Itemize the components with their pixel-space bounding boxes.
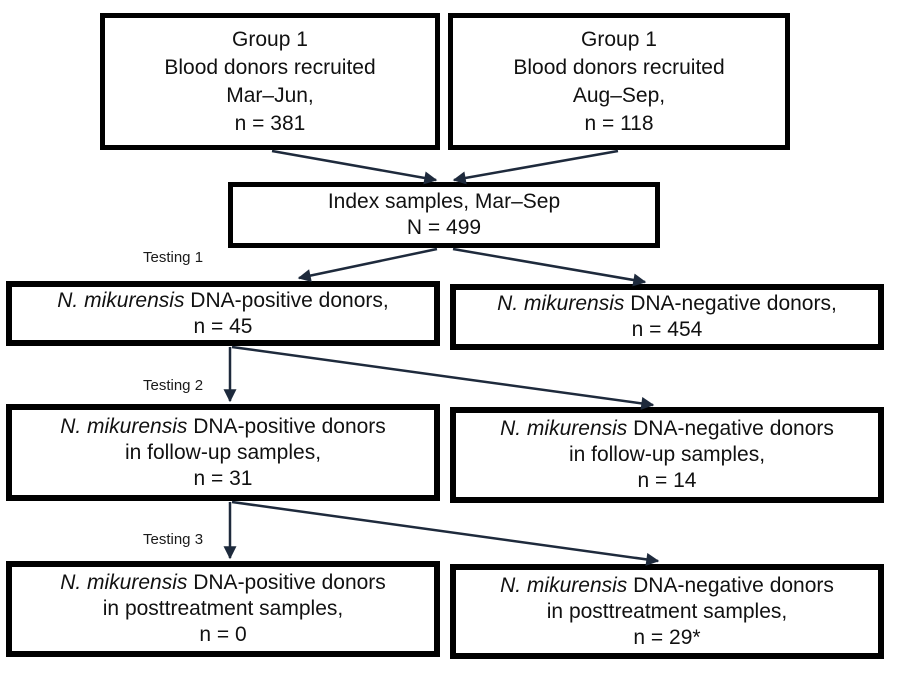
arrow-index-to-positive bbox=[297, 247, 438, 282]
box-text-line: n = 31 bbox=[193, 466, 253, 490]
box-dna-positive-index: N. mikurensis DNA-positive donors, n = 4… bbox=[6, 281, 440, 346]
species-name: N. mikurensis bbox=[500, 417, 628, 440]
box-text-line: N. mikurensis DNA-positive donors bbox=[60, 570, 386, 596]
box-text-line: in posttreatment samples, bbox=[102, 597, 344, 620]
label-testing-3: Testing 3 bbox=[143, 531, 204, 548]
box-text-line: in follow-up samples, bbox=[124, 440, 322, 464]
box-dna-negative-followup: N. mikurensis DNA-negative donors in fol… bbox=[450, 407, 884, 503]
arrow-positive-to-followup-negative bbox=[231, 345, 655, 410]
box-dna-negative-index: N. mikurensis DNA-negative donors, n = 4… bbox=[450, 284, 884, 350]
box-text-rest: DNA-negative donors bbox=[627, 573, 834, 597]
box-text-line: N. mikurensis DNA-positive donors bbox=[60, 414, 386, 440]
arrow-group1-marjun-to-index bbox=[271, 149, 438, 185]
box-text-rest: DNA-negative donors bbox=[627, 417, 834, 440]
box-text-line: n = 118 bbox=[584, 111, 654, 135]
label-testing-2: Testing 2 bbox=[143, 377, 204, 394]
box-text-line: N = 499 bbox=[406, 216, 482, 239]
species-name: N. mikurensis bbox=[497, 292, 625, 315]
box-dna-positive-posttreatment: N. mikurensis DNA-positive donors in pos… bbox=[6, 561, 440, 657]
species-name: N. mikurensis bbox=[500, 573, 628, 597]
box-text-rest: DNA-positive donors, bbox=[184, 288, 389, 312]
box-text-line: n = 381 bbox=[234, 111, 306, 135]
box-text-line: n = 14 bbox=[637, 469, 697, 492]
box-text-line: Mar–Jun, bbox=[226, 83, 314, 107]
box-dna-positive-followup: N. mikurensis DNA-positive donors in fol… bbox=[6, 404, 440, 501]
species-name: N. mikurensis bbox=[60, 571, 188, 594]
box-text-line: Blood donors recruited bbox=[164, 55, 376, 79]
box-text-line: n = 0 bbox=[199, 623, 247, 646]
box-dna-negative-posttreatment: N. mikurensis DNA-negative donors in pos… bbox=[450, 564, 884, 659]
box-text-line: Aug–Sep, bbox=[572, 83, 666, 107]
box-text-line: Blood donors recruited bbox=[513, 55, 725, 79]
box-text-line: n = 45 bbox=[193, 314, 253, 338]
box-text-line: N. mikurensis DNA-negative donors bbox=[500, 573, 834, 599]
box-text-line: in follow-up samples, bbox=[568, 443, 766, 466]
box-text-rest: DNA-positive donors bbox=[187, 571, 386, 594]
arrow-index-to-negative bbox=[452, 247, 647, 287]
box-text-line: N. mikurensis DNA-positive donors, bbox=[57, 288, 388, 314]
box-text-line: N. mikurensis DNA-negative donors bbox=[500, 416, 834, 442]
box-text-line: Index samples, Mar–Sep bbox=[327, 190, 561, 213]
label-testing-1: Testing 1 bbox=[143, 249, 204, 266]
species-name: N. mikurensis bbox=[57, 288, 185, 312]
box-text-rest: DNA-positive donors bbox=[187, 414, 386, 438]
box-group1-aug-sep: Group 1 Blood donors recruited Aug–Sep, … bbox=[448, 13, 790, 150]
box-index-samples: Index samples, Mar–Sep N = 499 bbox=[228, 182, 660, 248]
box-text-line: Group 1 bbox=[581, 27, 657, 51]
box-group1-mar-jun: Group 1 Blood donors recruited Mar–Jun, … bbox=[100, 13, 440, 150]
box-text-line: n = 29* bbox=[633, 625, 701, 649]
box-text-line: n = 454 bbox=[631, 318, 703, 341]
species-name: N. mikurensis bbox=[60, 414, 188, 438]
box-text-line: in posttreatment samples, bbox=[546, 599, 788, 623]
arrow-group1-augsep-to-index bbox=[452, 149, 619, 185]
box-text-rest: DNA-negative donors, bbox=[624, 292, 837, 315]
box-text-line: N. mikurensis DNA-negative donors, bbox=[497, 291, 837, 317]
box-text-line: Group 1 bbox=[232, 27, 308, 51]
arrow-followup-to-posttreatment-negative bbox=[231, 500, 660, 566]
